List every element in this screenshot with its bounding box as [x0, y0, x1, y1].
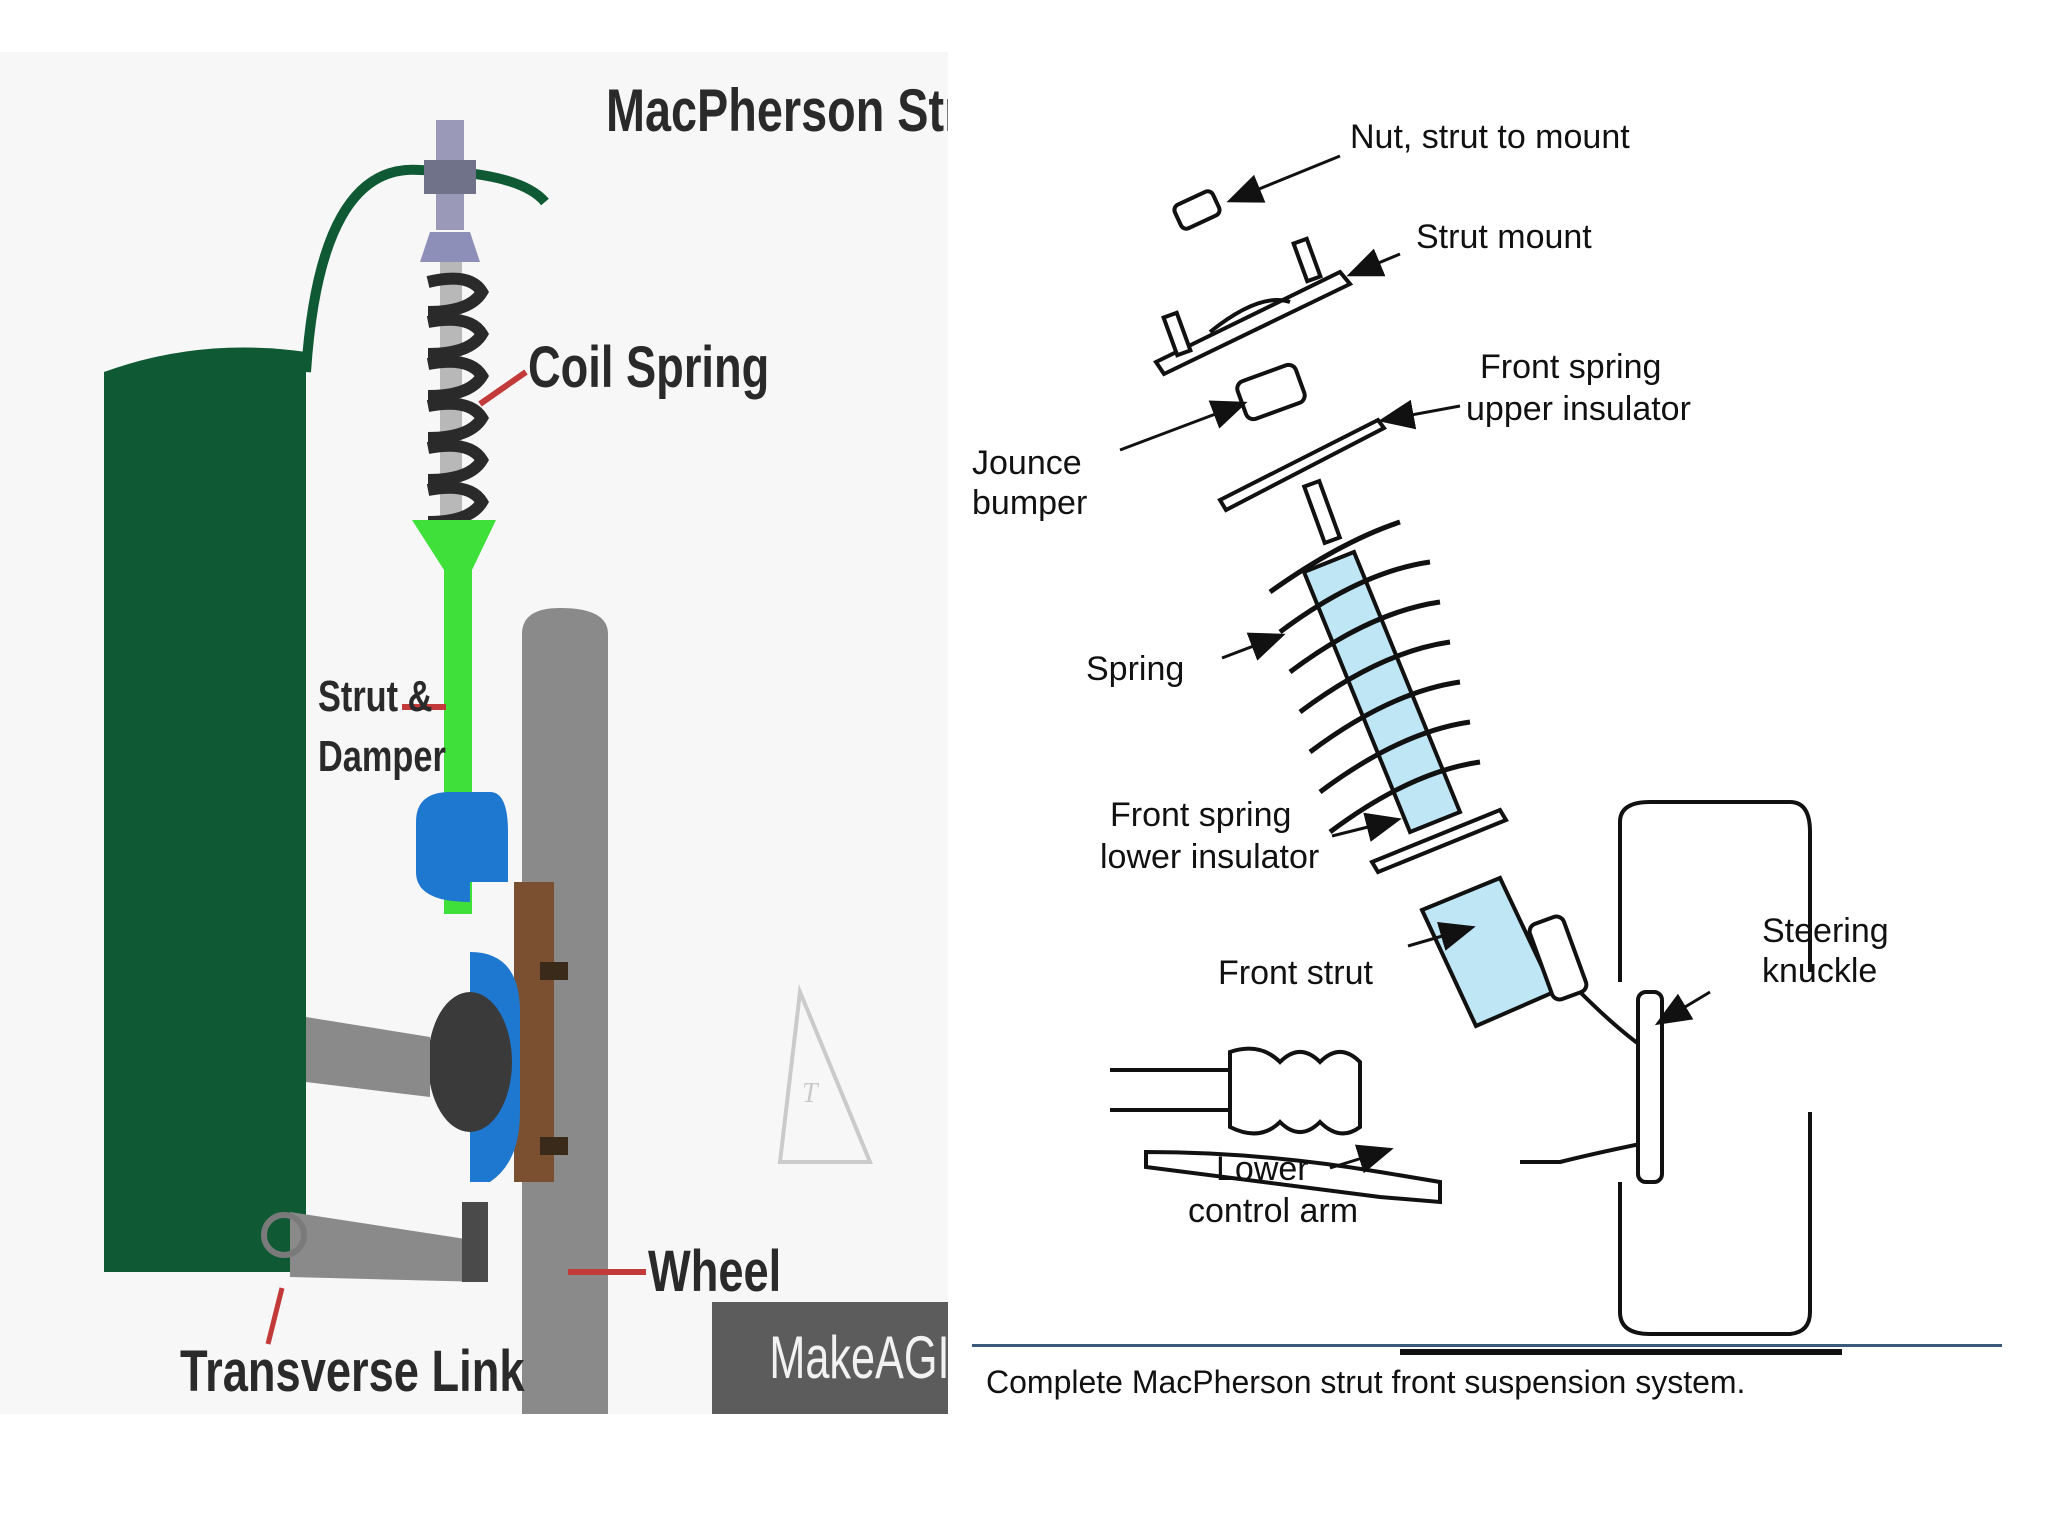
label-upper-insulator-1: Front spring: [1480, 348, 1662, 386]
label-upper-insulator-2: upper insulator: [1466, 390, 1691, 428]
label-nut: Nut, strut to mount: [1350, 118, 1630, 156]
label-wheel: Wheel: [648, 1239, 782, 1304]
tech-logo-watermark: T: [777, 984, 873, 1164]
strut-top-nut: [424, 160, 476, 194]
drive-shaft: [306, 1017, 430, 1097]
label-lower-arm-2: control arm: [1188, 1192, 1359, 1230]
drive-shaft: [1110, 1068, 1230, 1112]
ball-joint: [462, 1202, 488, 1282]
macpherson-illustration: T: [104, 120, 873, 1414]
exploded-suspension-diagram: [1110, 154, 1842, 1355]
hub-stud-top: [540, 962, 568, 980]
strut-nut: [1172, 189, 1222, 231]
cv-boot: [1228, 1046, 1362, 1136]
spring-coils: [1268, 519, 1481, 835]
upper-spring-seat: [420, 232, 480, 262]
label-spring: Spring: [1086, 650, 1185, 688]
label-strut-damper-1: Strut &: [318, 672, 433, 721]
figure-caption: Complete MacPherson strut front suspensi…: [986, 1364, 1746, 1400]
cv-joint-boot: [428, 992, 512, 1132]
label-lower-insulator-2: lower insulator: [1100, 838, 1320, 876]
label-strut-mount: Strut mount: [1416, 218, 1592, 256]
label-steering-knuckle-1: Steering: [1762, 912, 1889, 950]
label-jounce-2: bumper: [972, 484, 1088, 522]
strut-rod-top: [1301, 478, 1343, 546]
strut-mount-plate: [1153, 269, 1354, 377]
tire-outline: [1618, 800, 1812, 1336]
steering-knuckle: [1520, 990, 1652, 1164]
label-coil-spring: Coil Spring: [528, 335, 770, 400]
macpherson-illustration-panel: T MacPherson Strut Coil Spring Strut & D…: [0, 52, 948, 1414]
label-transverse-link: Transverse Link: [180, 1339, 525, 1404]
car-body: [104, 347, 306, 1272]
exploded-suspension-panel: Nut, strut to mount Strut mount Front sp…: [960, 52, 2048, 1414]
body-panel-curve: [301, 164, 549, 373]
caption-rule: [972, 1344, 2002, 1347]
coil-spring: [426, 272, 490, 528]
link-bushing: [261, 1212, 307, 1258]
hub-flange: [1636, 990, 1664, 1184]
jounce-bumper: [1235, 362, 1307, 422]
pointer-transverse-link: [265, 1287, 285, 1345]
diagram-title: MacPherson Strut: [606, 77, 948, 144]
strut-body: [412, 520, 496, 914]
lower-control-arm: [1144, 1149, 1442, 1205]
transverse-link: [290, 1212, 485, 1282]
label-steering-knuckle-2: knuckle: [1762, 952, 1878, 990]
label-strut-damper-2: Damper: [318, 732, 446, 781]
makeagif-watermark: MakeAGIF.com: [712, 1302, 948, 1414]
pointer-coil-spring: [478, 369, 528, 407]
front-strut-lower: [1419, 875, 1557, 1029]
hub-stud-bottom: [540, 1137, 568, 1155]
wheel-hub: [514, 882, 554, 1182]
label-lower-arm-1: Lower: [1216, 1150, 1309, 1188]
label-front-strut: Front strut: [1218, 954, 1373, 992]
svg-text:T: T: [802, 1078, 820, 1109]
label-jounce-1: Jounce: [972, 444, 1082, 482]
wheel: [522, 608, 608, 1414]
label-lower-insulator-1: Front spring: [1110, 796, 1292, 834]
front-strut-body: [1301, 549, 1463, 835]
lower-insulator: [1369, 807, 1509, 875]
upper-insulator: [1217, 417, 1388, 513]
